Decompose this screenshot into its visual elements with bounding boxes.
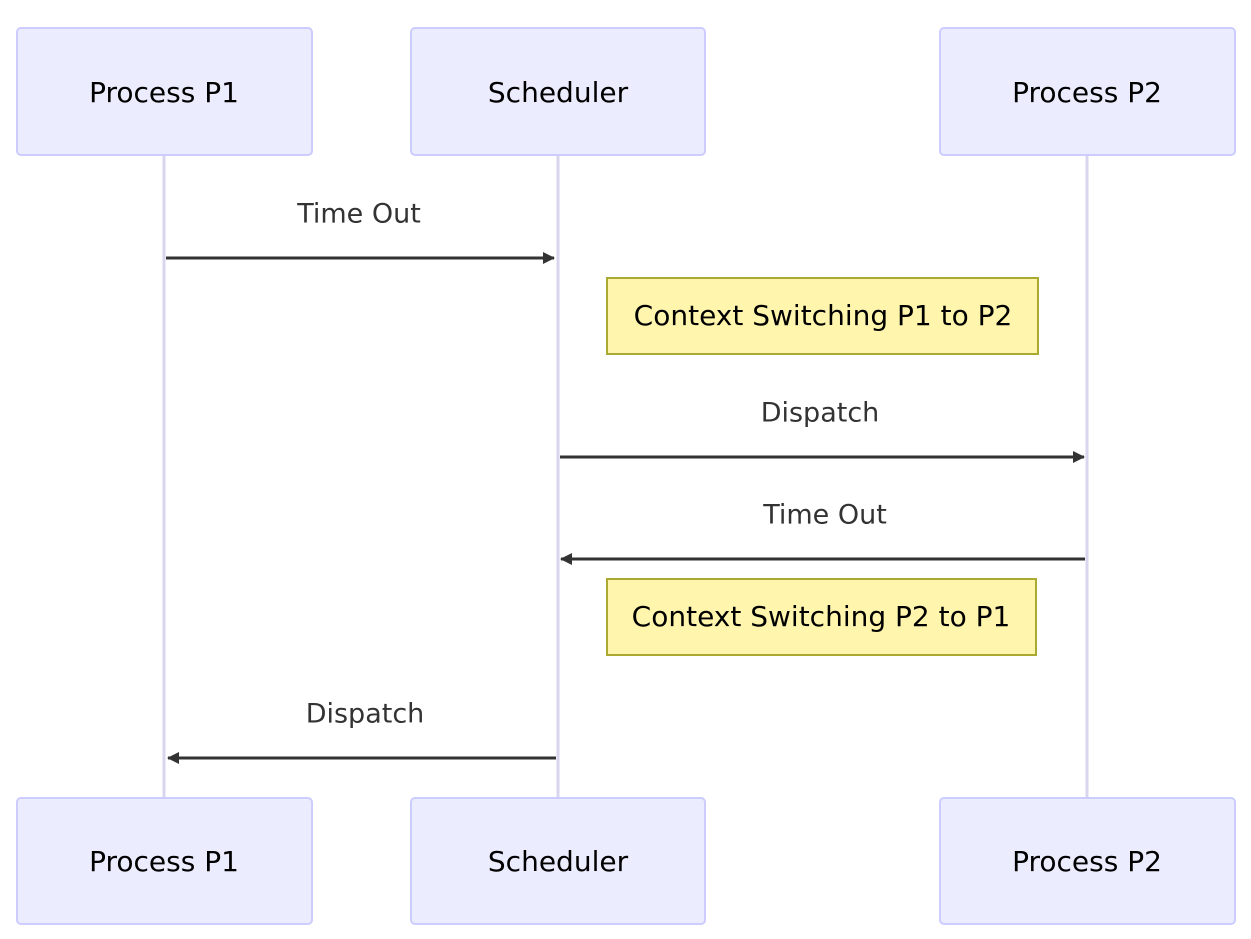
note-context-switch-p2-to-p1: Context Switching P2 to P1 [606,578,1037,656]
actor-label: Process P1 [89,845,239,878]
message-label: Time Out [762,500,887,531]
actor-label: Scheduler [488,845,629,878]
message-p1-to-scheduler-time-out: Time Out [166,199,555,264]
actor-label: Process P2 [1012,76,1162,109]
actor-process-p2-bottom: Process P2 [939,797,1236,925]
actor-scheduler-bottom: Scheduler [410,797,706,925]
message-scheduler-to-p1-dispatch: Dispatch [167,699,556,764]
actor-label: Process P1 [89,76,239,109]
note-label: Context Switching P1 to P2 [634,299,1013,332]
actor-label: Process P2 [1012,845,1162,878]
message-label: Time Out [296,199,421,230]
message-p2-to-scheduler-time-out: Time Out [560,500,1085,565]
note-label: Context Switching P2 to P1 [632,600,1011,633]
note-context-switch-p1-to-p2: Context Switching P1 to P2 [606,277,1039,355]
actor-label: Scheduler [488,76,629,109]
actor-process-p1-bottom: Process P1 [16,797,313,925]
message-label: Dispatch [306,699,425,730]
actor-scheduler-top: Scheduler [410,27,706,156]
message-scheduler-to-p2-dispatch: Dispatch [560,398,1085,463]
message-label: Dispatch [761,398,880,429]
actor-process-p2-top: Process P2 [939,27,1236,156]
actor-process-p1-top: Process P1 [16,27,313,156]
